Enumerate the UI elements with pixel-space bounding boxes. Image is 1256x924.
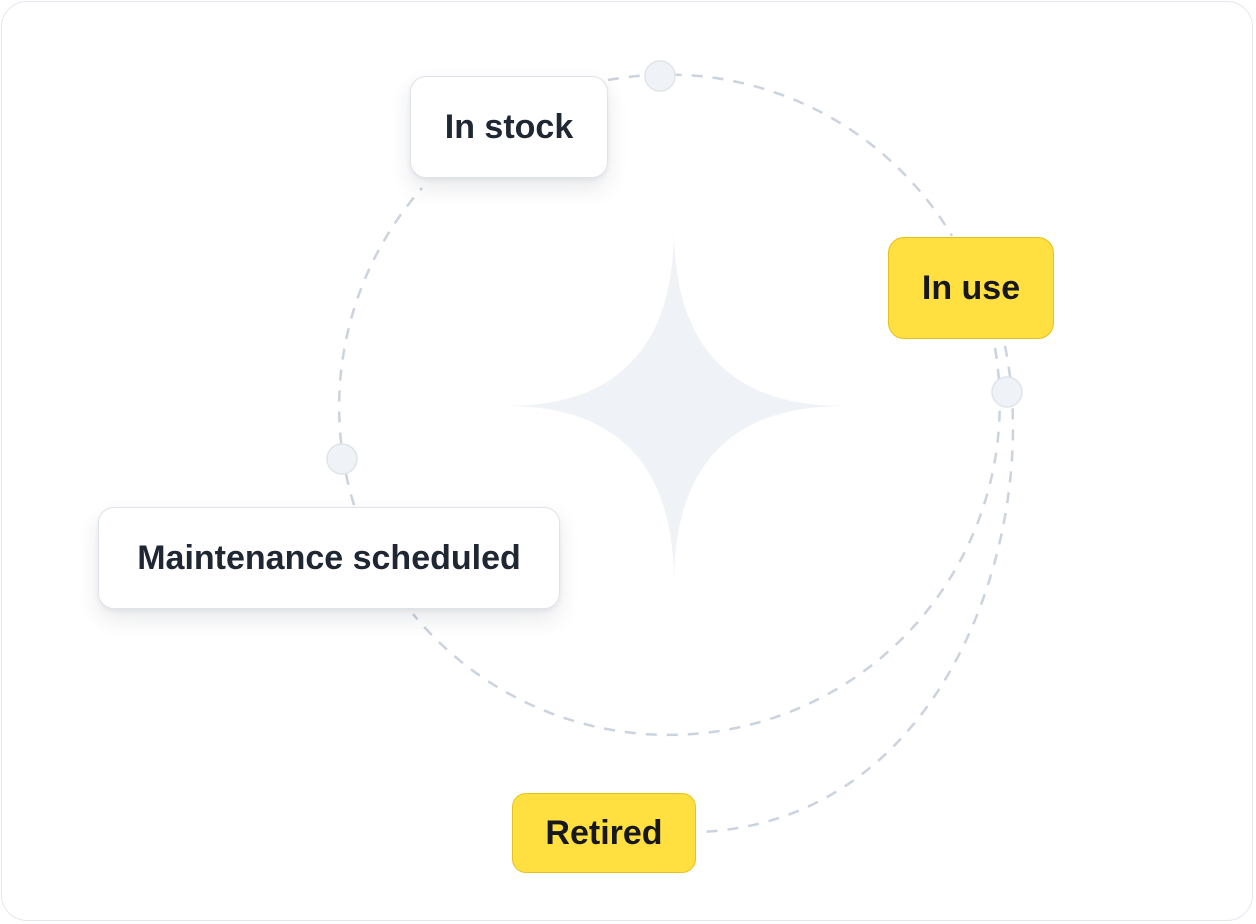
connector-dot: [991, 376, 1023, 408]
edge-in-stock-to-in-use: [607, 73, 954, 237]
node-in-use[interactable]: In use: [888, 237, 1054, 339]
connector-dot: [644, 60, 676, 92]
node-label: Maintenance scheduled: [137, 538, 521, 577]
edge-in-use-to-retired: [698, 345, 1015, 834]
connector-dot: [326, 443, 358, 475]
edge-in-use-to-maintenance: [412, 347, 1001, 737]
node-in-stock[interactable]: In stock: [410, 76, 608, 178]
node-label: Retired: [545, 813, 663, 852]
node-maintenance-scheduled[interactable]: Maintenance scheduled: [98, 507, 560, 609]
node-label: In use: [921, 268, 1021, 307]
node-retired[interactable]: Retired: [512, 793, 696, 873]
node-label: In stock: [444, 107, 574, 146]
sparkle-icon: [506, 228, 844, 584]
